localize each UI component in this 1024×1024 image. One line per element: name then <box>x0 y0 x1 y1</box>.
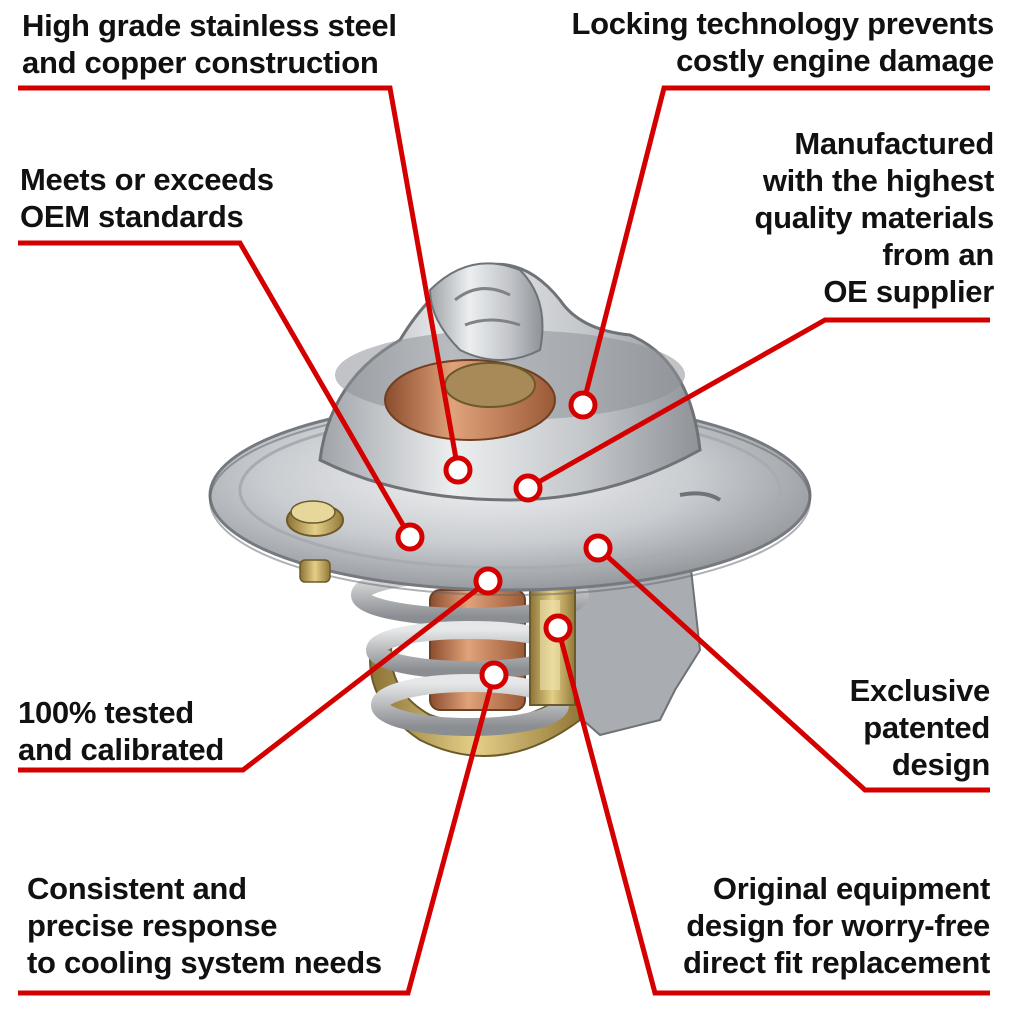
callout-line: and copper construction <box>22 45 379 80</box>
callout-line: design for worry-free <box>686 908 990 943</box>
callout-top-left: High grade stainless steel and copper co… <box>22 7 397 81</box>
callout-line: direct fit replacement <box>683 945 990 980</box>
callout-line: and calibrated <box>18 732 224 767</box>
leader-bottom-right <box>555 627 990 996</box>
callout-dot <box>568 390 598 420</box>
callout-line: High grade stainless steel <box>22 8 397 43</box>
callout-line: Locking technology prevents <box>571 6 994 41</box>
leader-left-lower <box>18 579 490 773</box>
callout-line: patented <box>863 710 990 745</box>
callout-bottom-right: Original equipment design for worry-free… <box>683 870 990 981</box>
callout-line: costly engine damage <box>676 43 994 78</box>
callout-line: precise response <box>27 908 278 943</box>
spring-assembly <box>351 559 702 757</box>
leader-mid-right <box>526 317 990 491</box>
callout-line: Original equipment <box>712 871 990 906</box>
leader-bottom-left <box>18 674 497 996</box>
callout-mid-left: Meets or exceeds OEM standards <box>20 161 274 235</box>
callout-leaders <box>18 85 990 996</box>
callout-line: OEM standards <box>20 199 244 234</box>
callout-dot <box>513 473 543 503</box>
callout-line: Meets or exceeds <box>20 162 274 197</box>
callout-dot <box>479 660 509 690</box>
callout-line: Exclusive <box>849 673 991 708</box>
callout-line: quality materials <box>754 200 994 235</box>
callout-line: design <box>891 747 990 782</box>
thermostat-dome <box>318 262 702 502</box>
leader-top-right <box>580 85 990 406</box>
callout-line: Manufactured <box>794 126 994 161</box>
callout-line: from an <box>882 237 994 272</box>
callout-line: to cooling system needs <box>27 945 382 980</box>
callout-dot <box>395 522 425 552</box>
callout-top-right: Locking technology prevents costly engin… <box>571 5 994 79</box>
callout-right-lower: Exclusive patented design <box>849 672 991 783</box>
leader-mid-left <box>18 240 413 539</box>
leader-top-left <box>18 85 461 471</box>
callout-left-lower: 100% tested and calibrated <box>18 694 224 768</box>
callout-dot <box>443 455 473 485</box>
leader-right-lower <box>596 546 990 793</box>
callout-mid-right: Manufactured with the highest quality ma… <box>754 125 994 310</box>
callout-dots <box>395 390 613 690</box>
callout-line: Consistent and <box>27 871 247 906</box>
callout-dot <box>543 613 573 643</box>
callout-line: with the highest <box>762 163 994 198</box>
callout-bottom-left: Consistent and precise response to cooli… <box>27 870 382 981</box>
callout-dot <box>583 533 613 563</box>
callout-line: 100% tested <box>18 695 194 730</box>
callout-dot <box>473 566 503 596</box>
callout-line: OE supplier <box>823 274 994 309</box>
